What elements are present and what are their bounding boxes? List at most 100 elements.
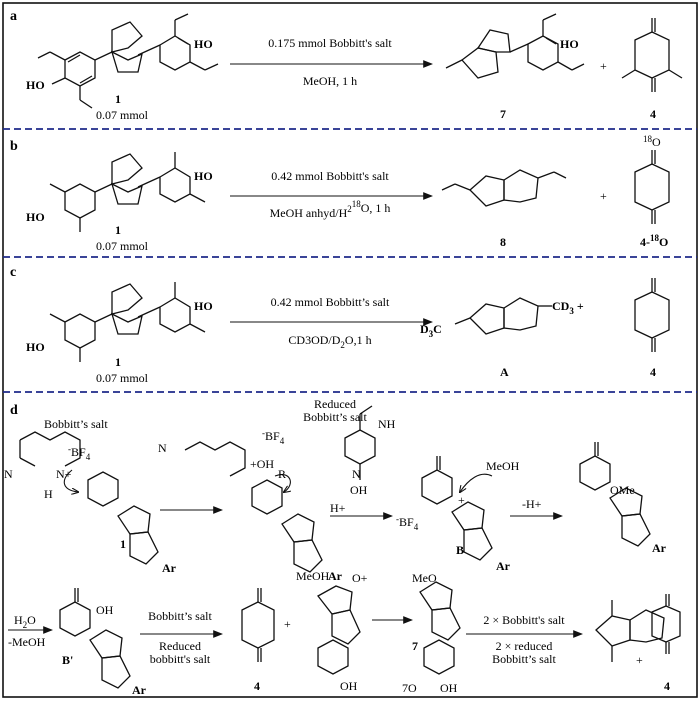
- panel-d-b-prime-label: B': [62, 653, 73, 667]
- panel-c-product-4-number: 4: [650, 365, 656, 379]
- panel-d-quinone-4-number: 4: [254, 679, 260, 693]
- panel-d-reduced-oh-label: OH: [350, 483, 368, 497]
- panel-d-ome-label: OMe: [610, 483, 635, 497]
- panel-a-conditions: MeOH, 1 h: [303, 74, 357, 88]
- panel-d-ar-4: Ar: [652, 541, 667, 555]
- panel-d-meoh-label-1: MeOH: [486, 459, 520, 473]
- panel-c-conditions: CD3OD/D2O,1 h: [288, 333, 371, 350]
- panel-d-amide-n-label-2: N: [158, 441, 167, 455]
- panel-c-reactant-number: 1: [115, 355, 121, 369]
- panel-c-oh-label: HO: [26, 340, 45, 354]
- panel-b-product-8-number: 8: [500, 235, 506, 249]
- panel-d-amide-n-label: N: [4, 467, 13, 481]
- panel-d-ar-3: Ar: [496, 559, 511, 573]
- panel-a-amount: 0.07 mmol: [96, 108, 149, 122]
- panel-d-oxocarbenium-oh-label: OH: [340, 679, 358, 693]
- panel-d-compound-7-ome-label: 7O: [402, 681, 417, 695]
- panel-d-arrow-4-bottom-1: Reduced: [159, 639, 201, 653]
- panel-d-bobbitt-label: Bobbitt’s salt: [44, 417, 108, 431]
- panel-c-cd3-right-label: CD3 +: [552, 299, 584, 316]
- panel-d-n-label: N+: [56, 467, 72, 481]
- panel-d-h-plus-label: H+: [330, 501, 346, 515]
- panel-a-reactant-1-structure: [37, 13, 219, 109]
- panel-d: d Bobbitt’s salt -BF4 N+ N H 1 Ar N -BF4: [4, 397, 681, 697]
- panel-b-isotope-o-label: 18O: [643, 134, 661, 149]
- panel-b: b HO HO 1 0.07 mmol 0.42 mmol Bobbitt's …: [10, 134, 670, 253]
- panel-a-product-7-number: 7: [500, 107, 506, 121]
- panel-b-product-4-18o-structure: [634, 150, 670, 224]
- panel-a-reactant-number: 1: [115, 92, 121, 106]
- panel-d-quinone-4b-number: 4: [664, 679, 670, 693]
- panel-d-step1-structure: [19, 431, 159, 565]
- panel-b-amount: 0.07 mmol: [96, 239, 149, 253]
- panel-d-cation-b-structure: [421, 456, 493, 561]
- panel-b-reactant-1-structure: [49, 152, 206, 232]
- panel-a-letter: a: [10, 9, 17, 24]
- panel-d-reduced-label-line1: Reduced: [314, 397, 356, 411]
- panel-d-oh-plus-label: +OH: [250, 457, 274, 471]
- panel-d-minus-meoh-label: -MeOH: [8, 635, 46, 649]
- panel-d-compound-7-number: 7: [412, 639, 418, 653]
- panel-d-quinone-4b-structure: [651, 594, 681, 654]
- panel-d-b-prime-oh-label: OH: [96, 603, 114, 617]
- panel-d-cation-b-label: B: [456, 543, 464, 557]
- panel-c-oh-label-2: HO: [194, 299, 213, 313]
- panel-d-minus-h-label: -H+: [522, 497, 542, 511]
- panel-a-plus: +: [600, 59, 607, 73]
- panel-c-reagent: 0.42 mmol Bobbitt’s salt: [271, 295, 390, 309]
- panel-d-dimethoxy-structure: [595, 600, 665, 662]
- panel-d-h2o-label: H2O: [14, 613, 36, 630]
- panel-a-product-4-structure: [621, 18, 683, 92]
- panel-d-ar-5: Ar: [132, 683, 147, 697]
- panel-d-bf4-label-2: -BF4: [262, 428, 285, 446]
- panel-b-reactant-number: 1: [115, 223, 121, 237]
- panel-d-plus-2: +: [636, 653, 643, 667]
- panel-d-b-prime-structure: [59, 588, 131, 689]
- panel-d-step2-structure: [184, 441, 323, 573]
- panel-d-arrow-6-top: 2 × Bobbitt's salt: [483, 613, 565, 627]
- panel-a-product-7-structure: [445, 13, 585, 79]
- panel-d-compound-7-structure: [419, 581, 461, 675]
- panel-d-compound-7-oh-label: OH: [440, 681, 458, 695]
- panel-d-bf4-label-1: -BF4: [68, 444, 91, 462]
- panel-b-plus: +: [600, 189, 607, 203]
- panel-c: c HO HO 1 0.07 mmol 0.42 mmol Bobbitt’s …: [10, 265, 670, 385]
- panel-d-oxocarbenium-structure: [317, 585, 361, 675]
- panel-d-plus-1: +: [284, 617, 291, 631]
- panel-d-methoxy-adduct-structure: [579, 442, 651, 547]
- panel-c-cd3-left-label: D3C: [420, 322, 442, 339]
- panel-a-product-oh-label: HO: [560, 37, 579, 51]
- panel-d-letter: d: [10, 403, 18, 418]
- panel-d-arrow-4-top: Bobbitt’s salt: [148, 609, 212, 623]
- panel-b-product-8-structure: [441, 169, 567, 207]
- panel-b-oh-label-2: HO: [194, 169, 213, 183]
- panel-d-plus-charge: +: [458, 493, 465, 507]
- panel-b-letter: b: [10, 139, 18, 154]
- panel-d-o-plus-label: O+: [352, 571, 368, 585]
- panel-b-conditions: MeOH anhyd/H218O, 1 h: [270, 199, 391, 220]
- panel-d-bf4-label-3: -BF4: [396, 514, 419, 532]
- panel-a-reagent: 0.175 mmol Bobbitt's salt: [268, 36, 392, 50]
- panel-b-oh-label: HO: [26, 210, 45, 224]
- panel-a-oh-label-2: HO: [194, 37, 213, 51]
- panel-d-ar-1: Ar: [162, 561, 177, 575]
- panel-c-product-a-structure: [454, 297, 552, 335]
- panel-d-ar-2: Ar: [328, 569, 343, 583]
- panel-d-arrow-4-bottom-2: bobbitt's salt: [150, 652, 211, 666]
- panel-d-meo-label: MeO: [412, 571, 437, 585]
- panel-d-reduced-n-label: N: [352, 467, 361, 481]
- panel-c-product-a-number: A: [500, 365, 509, 379]
- panel-b-product-4-18o-number: 4-18O: [640, 233, 668, 249]
- panel-d-ho-label: H: [44, 487, 53, 501]
- panel-d-arrow-6-bottom-2: Bobbitt’s salt: [492, 652, 556, 666]
- panel-d-quinone-4-structure: [241, 588, 275, 662]
- panel-c-product-4-structure: [634, 278, 670, 352]
- panel-b-reagent: 0.42 mmol Bobbitt's salt: [271, 169, 389, 183]
- panel-d-meoh-label-2: MeOH: [296, 569, 330, 583]
- panel-d-compound-1-number: 1: [120, 537, 126, 551]
- panel-d-r-label: R: [278, 467, 286, 481]
- panel-d-reduced-label-line2: Bobbitt’s salt: [303, 410, 367, 424]
- panel-a-product-4-number: 4: [650, 107, 656, 121]
